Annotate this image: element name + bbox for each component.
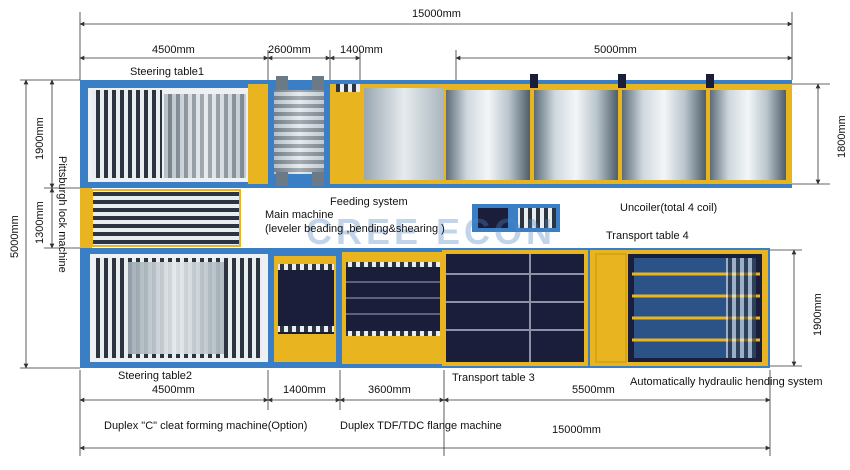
dim-1400-top: 1400mm xyxy=(340,44,383,56)
label-duplex-tdf: Duplex TDF/TDC flange machine xyxy=(340,420,502,432)
label-pittsburgh: Pittsburgh lock machine xyxy=(56,156,68,273)
dim-feeding-width: 2600mm xyxy=(268,44,311,56)
dim-flange-width: 3600mm xyxy=(368,384,411,396)
dim-steering1-width: 4500mm xyxy=(152,44,195,56)
dim-middle-height: 1300mm xyxy=(34,201,46,244)
dim-left-total: 5000mm xyxy=(9,215,21,258)
bottom-line xyxy=(80,248,770,368)
top-line xyxy=(80,74,792,188)
dim-total-top: 15000mm xyxy=(412,8,461,20)
dim-right-upper: 1800mm xyxy=(836,115,848,158)
control-panel xyxy=(472,204,560,232)
dim-uncoiler-width: 5000mm xyxy=(594,44,637,56)
label-main-machine-detail: (leveler beading ,bending&shearing ) xyxy=(265,223,445,235)
watermark-logo: CREE ECON xyxy=(306,211,556,252)
svg-text:CREE ECON: CREE ECON xyxy=(306,211,556,252)
main-machine xyxy=(270,250,340,366)
label-main-machine: Main machine xyxy=(265,209,334,221)
dim-right-lower: 1900mm xyxy=(812,293,824,336)
label-duplex-c-cleat: Duplex "C" cleat forming machine(Option) xyxy=(104,420,308,432)
label-steering-table-2: Steering table2 xyxy=(118,370,192,382)
dim-upper-height: 1900mm xyxy=(34,117,46,160)
steering-table-1 xyxy=(88,88,248,182)
dim-steering2-width: 4500mm xyxy=(152,384,195,396)
label-hydraulic-bending: Automatically hydraulic hending system xyxy=(630,376,823,388)
label-steering-table-1: Steering table1 xyxy=(130,66,204,78)
dimension-lines xyxy=(20,12,830,456)
hydraulic-bending-system xyxy=(590,250,768,366)
steering-table-2 xyxy=(90,254,268,362)
dim-transport-width: 5500mm xyxy=(572,384,615,396)
label-feeding-system: Feeding system xyxy=(330,196,408,208)
dim-1400-bottom: 1400mm xyxy=(283,384,326,396)
feeding-rollers xyxy=(270,76,328,186)
dim-total-bottom: 15000mm xyxy=(552,424,601,436)
label-transport-table-3: Transport table 3 xyxy=(452,372,535,384)
label-uncoiler: Uncoiler(total 4 coil) xyxy=(620,202,718,214)
transport-table-3 xyxy=(442,250,588,366)
uncoiler xyxy=(360,74,792,184)
tdf-flange-machine xyxy=(342,252,442,364)
label-transport-table-4: Transport table 4 xyxy=(606,230,689,242)
